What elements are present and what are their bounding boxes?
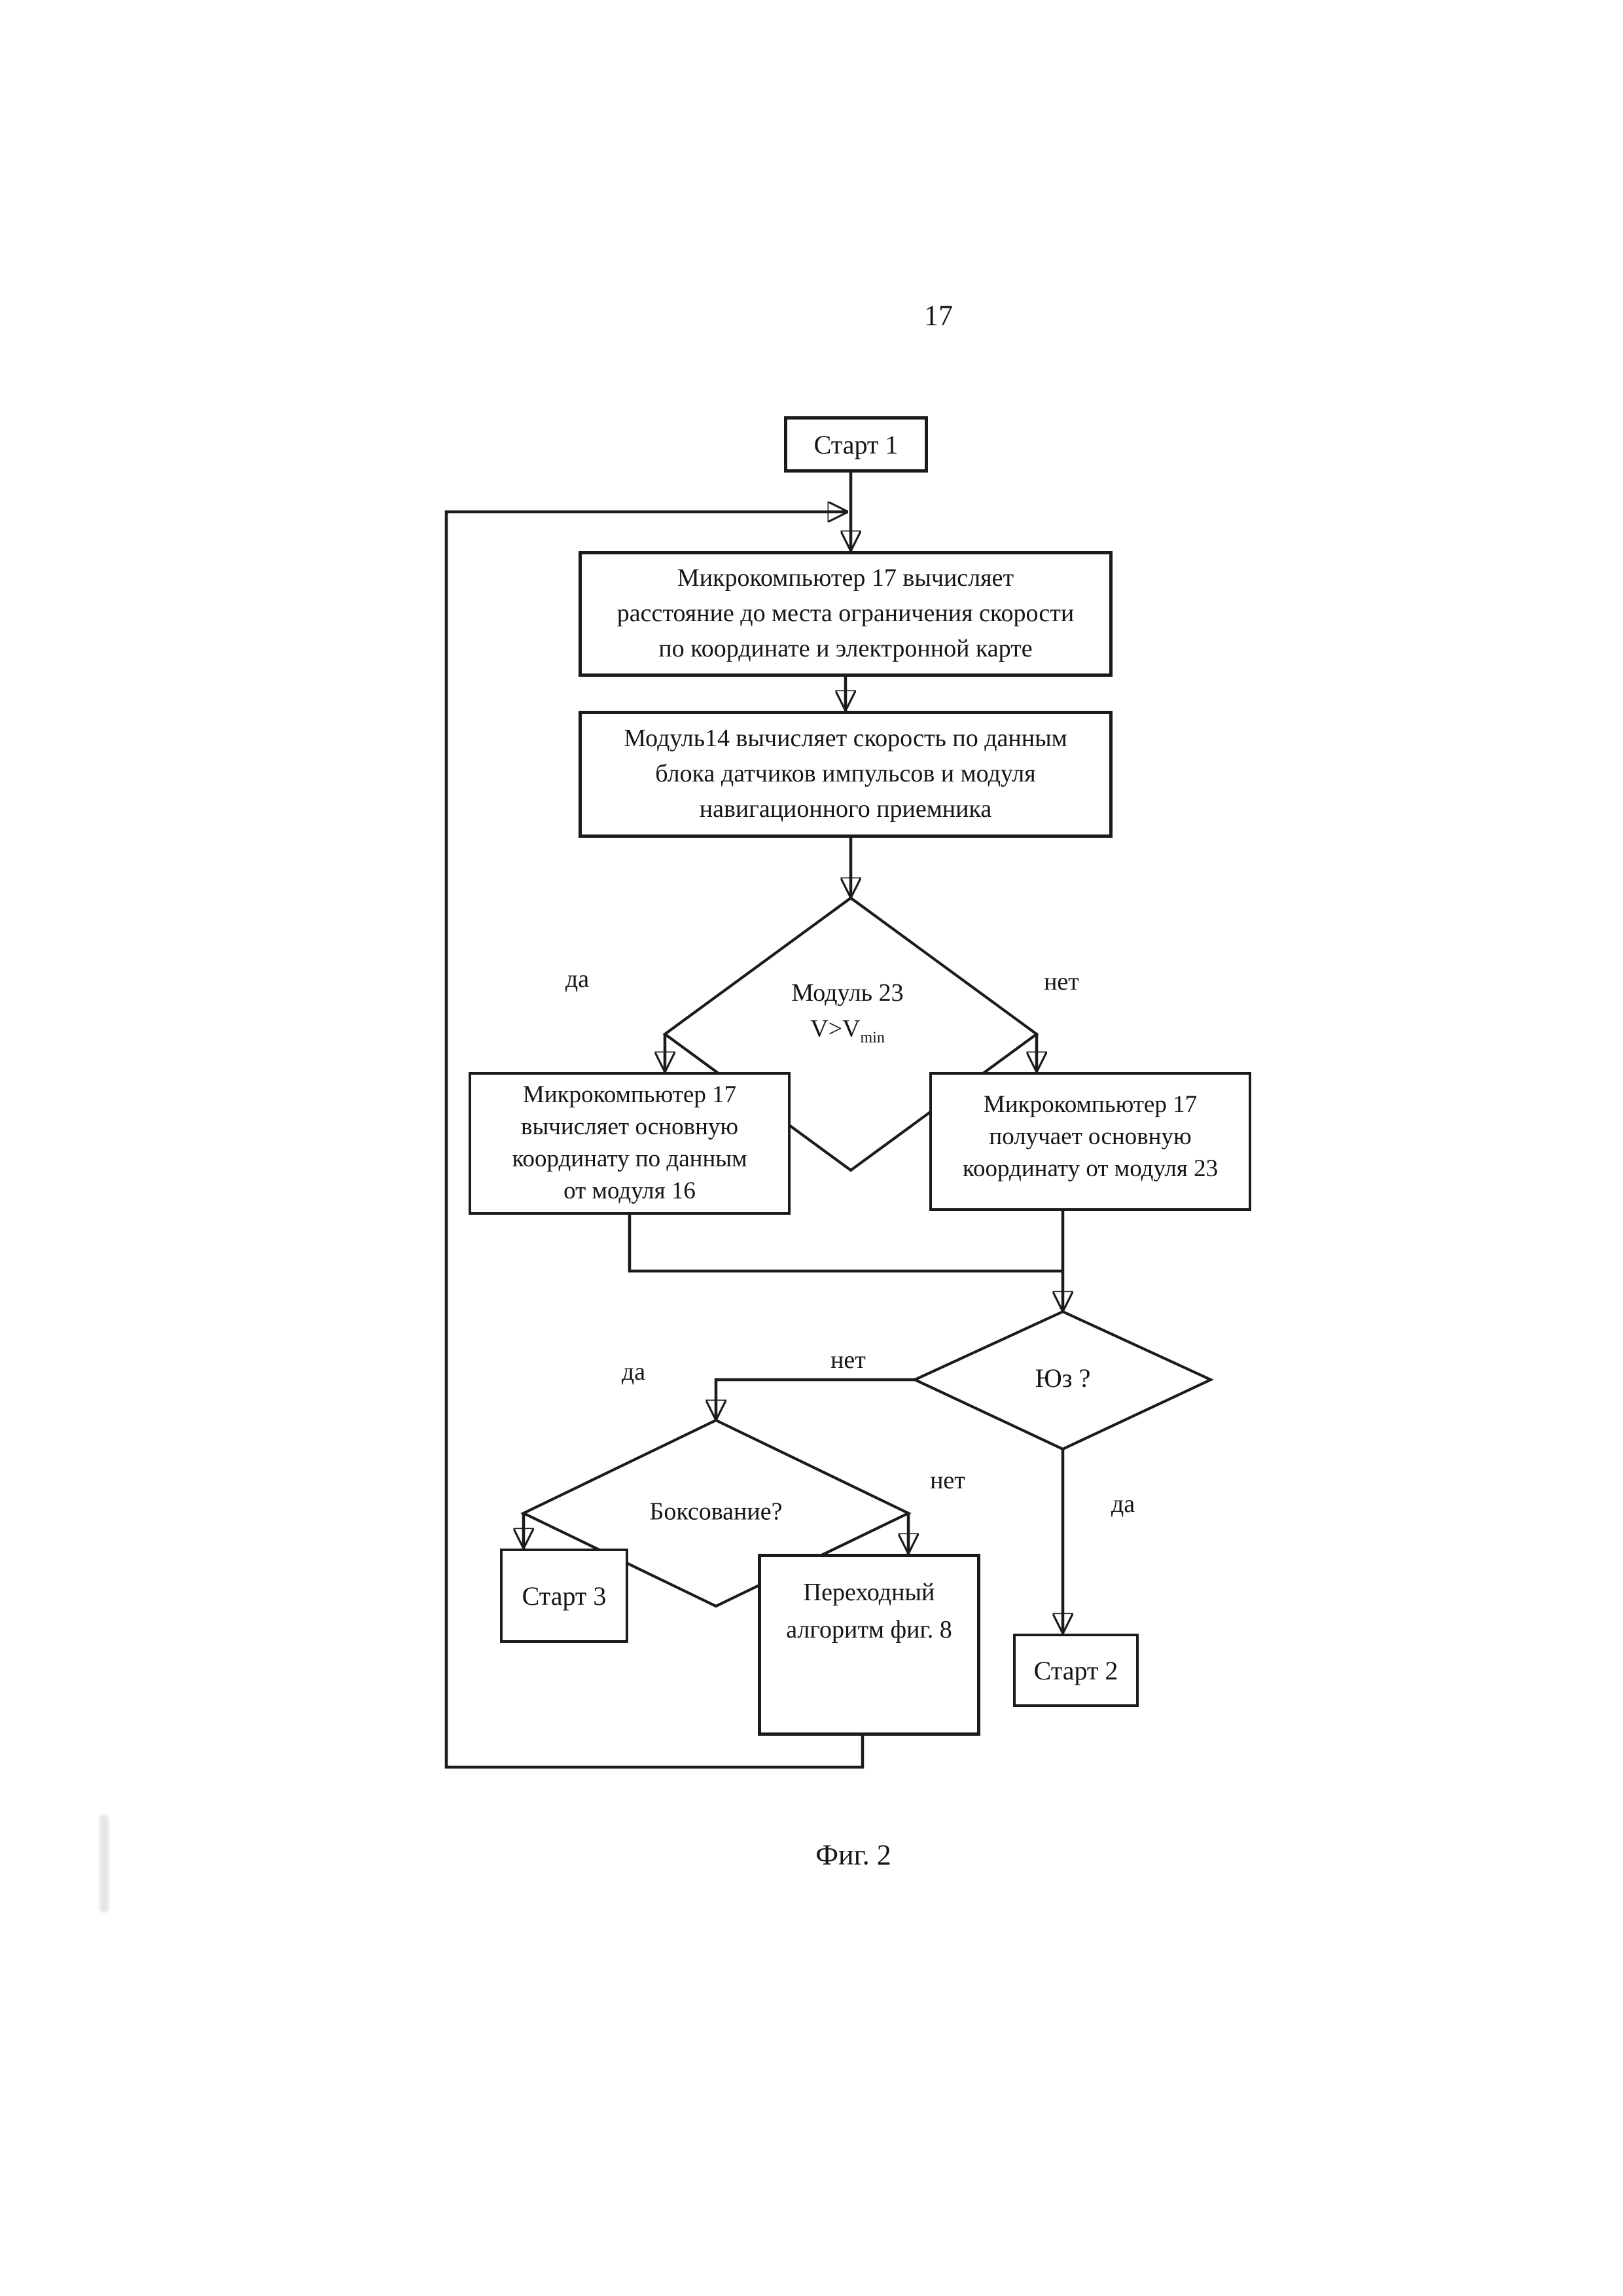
process-text-line: координату от модуля 23 [962, 1155, 1219, 1182]
process-text-line: алгоритм фиг. 8 [786, 1616, 952, 1643]
terminal-start3-label: Старт 3 [522, 1581, 607, 1611]
process-receive-coordinate: Микрокомпьютер 17 получает основную коор… [929, 1072, 1251, 1211]
branch-label-slipping-no: нет [930, 1467, 965, 1494]
process-text-line: Микрокомпьютер 17 [983, 1091, 1198, 1118]
terminal-start2: Старт 2 [1013, 1634, 1139, 1707]
terminal-start1: Старт 1 [784, 416, 928, 473]
process-text-line: получает основную [989, 1122, 1192, 1150]
decision-slipping-label: Боксование? [649, 1498, 783, 1526]
branch-label-skid-no: нет [830, 1346, 866, 1374]
process-text-line: вычисляет основную [520, 1113, 739, 1141]
connector-skid-no [716, 1378, 915, 1420]
connector-merge-left-branch [628, 1215, 1063, 1273]
process-compute-speed: Модуль14 вычисляет скорость по данным бл… [579, 711, 1113, 838]
page-number: 17 [924, 299, 953, 332]
process-text-line: Модуль14 вычисляет скорость по данным [624, 725, 1067, 753]
branch-label-slipping-yes: да [621, 1358, 646, 1386]
branch-label-module23-no: нет [1044, 968, 1079, 996]
process-text-line: координату по данным [512, 1145, 747, 1172]
decision-module23-line1: Модуль 23 [791, 978, 904, 1007]
process-text-line: навигационного приемника [699, 795, 992, 823]
process-text-line: расстояние до места ограничения скорости [616, 600, 1075, 628]
decision-skid-label: Юз ? [1035, 1363, 1091, 1393]
decision-module23-subscript: min [860, 1029, 885, 1047]
terminal-start1-label: Старт 1 [813, 429, 899, 459]
process-text-line: блока датчиков импульсов и модуля [655, 760, 1036, 788]
process-transition-algorithm: Переходный алгоритм фиг. 8 [758, 1554, 980, 1736]
connector-feedback-loop [444, 512, 865, 1769]
process-text-line: Микрокомпьютер 17 вычисляет [677, 564, 1014, 592]
process-text-line: Переходный [803, 1579, 935, 1606]
process-text-line: по координате и электронной карте [658, 634, 1033, 662]
branch-label-module23-yes: да [565, 965, 590, 993]
decision-module23-expression: V>V [810, 1015, 861, 1043]
terminal-start3: Старт 3 [500, 1549, 628, 1643]
terminal-start2-label: Старт 2 [1033, 1655, 1118, 1685]
process-compute-coordinate: Микрокомпьютер 17 вычисляет основную коо… [469, 1072, 791, 1215]
process-compute-distance: Микрокомпьютер 17 вычисляет расстояние д… [579, 551, 1113, 677]
figure-caption: Фиг. 2 [815, 1839, 891, 1871]
process-text-line: от модуля 16 [563, 1177, 696, 1204]
decision-module23-line2: V>Vmin [791, 1011, 903, 1047]
process-text-line: Микрокомпьютер 17 [522, 1081, 737, 1109]
scan-artifact [99, 1814, 109, 1912]
decision-module23-label: Модуль 23 V>Vmin [791, 975, 903, 1047]
branch-label-skid-yes: да [1111, 1490, 1135, 1518]
